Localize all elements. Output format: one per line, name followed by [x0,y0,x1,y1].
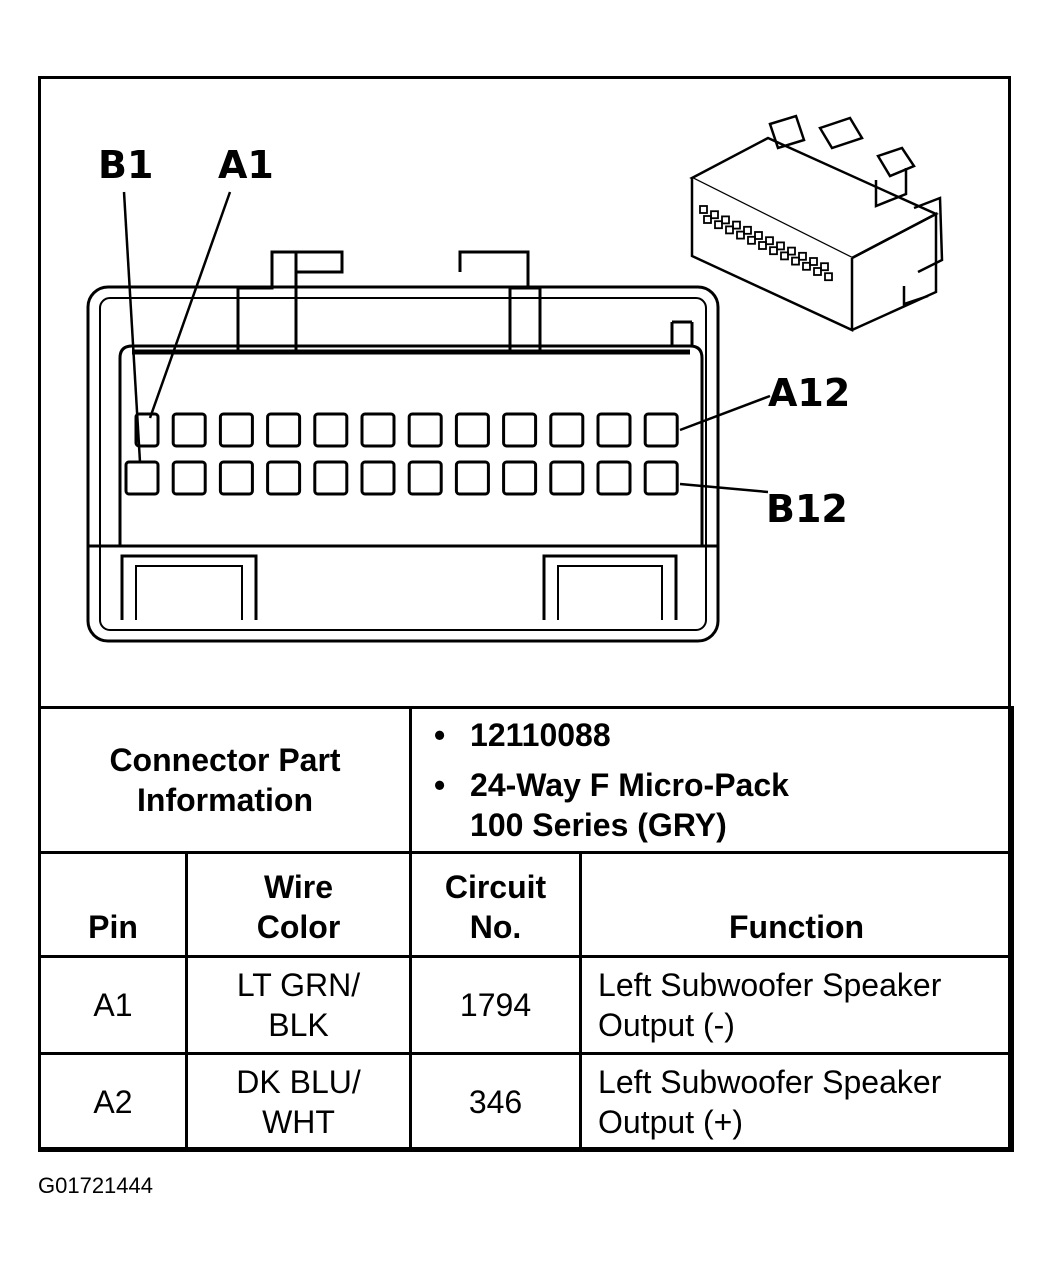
part-info-row: Connector Part Information • 12110088 • … [37,706,1015,854]
iso-pin-cavity [710,210,719,220]
connector-diagram: B1 A1 A12 B12 [86,114,944,643]
pin-cavity-b1 [124,460,160,496]
pin-cavity-a9 [502,412,538,448]
iso-pin-cavity [780,251,789,261]
pin-cavity-a12 [643,412,679,448]
iso-pin-cavity [802,261,811,271]
part-info-label: Connector Part Information [37,706,413,854]
iso-pin-cavity [736,230,745,240]
pin-cavity-b10 [549,460,585,496]
pin-cavity-a8 [454,412,490,448]
connector-face [86,250,720,643]
part-info-label-line2: Information [137,782,313,818]
table-row: A2 DK BLU/ WHT 346 Left Subwoofer Speake… [38,1052,1015,1152]
iso-pin-cavity [813,267,822,276]
part-number: 12110088 [470,717,611,753]
part-description-line1: 24-Way F Micro-Pack [470,767,789,803]
label-b12: B12 [766,487,848,531]
leader-lines [122,191,771,494]
pin-cavity-b11 [596,460,632,496]
pin-housing [118,344,704,546]
iso-pin-cavity [798,251,807,261]
pin-cavity-b2 [171,460,207,496]
iso-pin-cavity [747,235,756,245]
iso-pin-cavity [765,236,774,246]
iso-pin-cavity [820,262,829,272]
cell-pin: A1 [38,955,188,1055]
header-wire-color: Wire Color [184,851,413,958]
iso-pin-cavity [699,205,708,214]
cell-wire-color: LT GRN/ BLK [184,955,413,1055]
pin-cavity-a7 [407,412,443,448]
pin-cavity-b4 [266,460,302,496]
label-b1: B1 [98,143,153,187]
pin-cavity-a1 [134,412,160,448]
iso-pin-cavity [809,257,818,266]
iso-pin-cavity [703,215,712,224]
cell-pin: A2 [38,1052,188,1152]
header-circuit-no: Circuit No. [409,851,583,958]
cell-function: Left Subwoofer Speaker Output (+) [579,1052,1015,1152]
iso-pin-cavity [824,272,833,282]
latch-hook-left [272,250,344,274]
latch-hook-right [458,250,530,288]
cell-wire-color: DK BLU/ WHT [184,1052,413,1152]
connector-outer-shell [86,285,720,643]
pin-cavity-b3 [218,460,254,496]
connector-info-table: Connector Part Information • 12110088 • … [37,706,1015,1152]
iso-pin-cavity [787,246,796,256]
bullet-icon: • [434,717,446,753]
pin-cavity-b7 [407,460,443,496]
iso-pin-cavity [743,225,752,235]
iso-pin-cavity [721,215,730,225]
pin-cavity-b5 [313,460,349,496]
pin-cavity-b8 [454,460,490,496]
iso-pin-cavity [776,241,785,251]
iso-pin-cavity [725,225,734,235]
pin-cavity-b9 [502,460,538,496]
part-info-list: • 12110088 • 24-Way F Micro-Pack 100 Ser… [409,706,1015,854]
connector-3d-illustration [689,114,944,332]
figure-code: G01721444 [38,1173,153,1198]
iso-pin-cavity [791,256,800,266]
pin-cavity-a10 [549,412,585,448]
part-number-item: • 12110088 [434,715,1011,755]
latch-tab-right [508,286,542,352]
header-function: Function [579,851,1015,958]
leader-b1 [122,191,142,463]
iso-pin-cavity [769,246,778,256]
leader-a12 [679,394,771,432]
label-a1: A1 [218,143,274,187]
iso-pin-cavity [754,231,763,240]
cell-function: Left Subwoofer Speaker Output (-) [579,955,1015,1055]
lock-window-right [542,554,678,620]
column-header-row: Pin Wire Color Circuit No. Function [38,851,1015,958]
leader-a1 [148,191,232,419]
table-row: A1 LT GRN/ BLK 1794 Left Subwoofer Speak… [38,955,1015,1055]
header-pin: Pin [38,851,188,958]
cell-circuit: 346 [409,1052,583,1152]
pin-cavity-a3 [218,412,254,448]
part-description-line2: 100 Series (GRY) [470,807,727,843]
latch-tab-left [236,250,298,352]
lock-window-left [120,554,258,620]
cell-circuit: 1794 [409,955,583,1055]
pin-cavity-a6 [360,412,396,448]
pin-cavities [124,412,679,496]
pin-cavity-a4 [266,412,302,448]
pin-cavity-a11 [596,412,632,448]
part-description-item: • 24-Way F Micro-Pack 100 Series (GRY) [434,765,1011,845]
connector-inner-shell [99,297,707,631]
pin-cavity-b12 [643,460,679,496]
pin-cavity-a5 [313,412,349,448]
iso-pin-cavity [732,220,741,230]
pin-cavity-a2 [171,412,207,448]
label-a12: A12 [768,371,850,415]
leader-b12 [679,482,769,494]
bullet-icon: • [434,767,446,803]
iso-pin-cavity [758,241,767,250]
part-info-label-line1: Connector Part [109,742,341,778]
iso-pin-cavity [714,220,723,230]
pin-cavity-b6 [360,460,396,496]
